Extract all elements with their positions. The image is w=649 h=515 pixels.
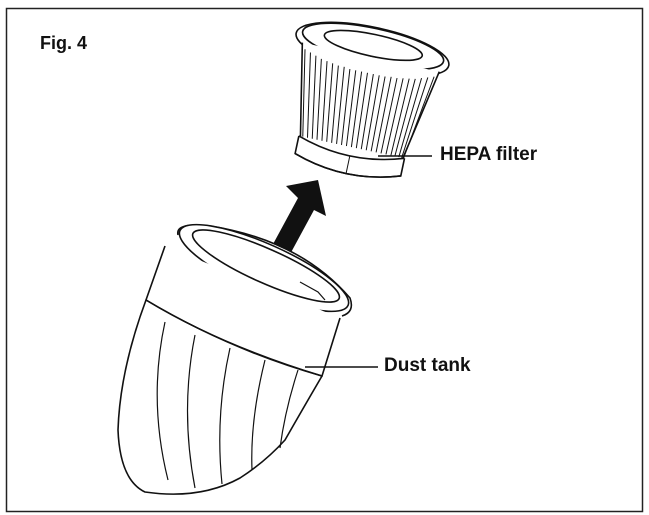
hepa-filter-drawing	[294, 21, 450, 178]
up-right-arrow-icon	[264, 180, 326, 258]
dust-tank-drawing	[117, 223, 353, 495]
hepa-filter-label: HEPA filter	[440, 144, 538, 165]
dust-tank-label: Dust tank	[384, 355, 471, 376]
figure-frame	[5, 7, 644, 513]
figure-title: Fig. 4	[40, 33, 88, 53]
